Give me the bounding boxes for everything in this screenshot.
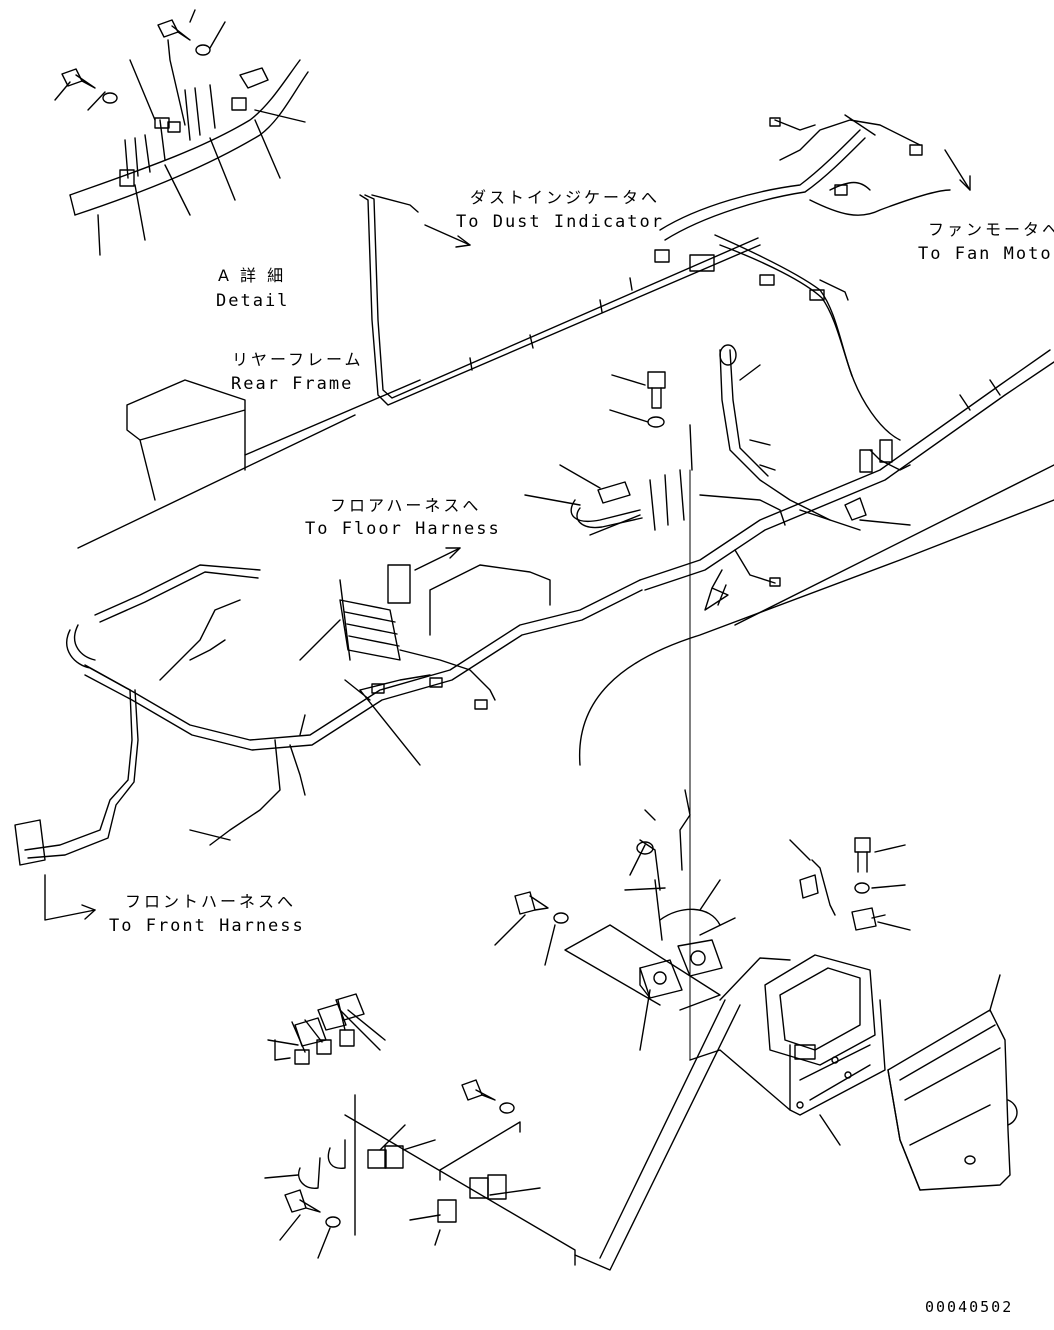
floor-harness-label-en: To Floor Harness — [305, 519, 501, 539]
upper-bolt — [648, 372, 665, 408]
relay-right — [678, 940, 722, 976]
rear-frame-label-jp: リヤーフレーム — [232, 350, 364, 369]
lower-left-parts — [265, 994, 575, 1265]
dust-indicator-label-jp: ダストインジケータへ — [470, 188, 661, 207]
front-harness-label-en: To Front Harness — [109, 916, 305, 936]
lower-left-bolt-1 — [462, 1080, 495, 1100]
detail-bolt-lower — [62, 69, 95, 88]
detail-washer-lower — [103, 93, 117, 103]
main-right-harness — [525, 345, 1054, 610]
dust-indicator-label-en: To Dust Indicator — [456, 212, 664, 232]
upper-harness — [360, 115, 950, 440]
floor-harness-connector-block — [340, 565, 410, 660]
floor-harness-label-jp: フロアハーネスへ — [330, 496, 482, 515]
detail-a-label-en: Detail — [216, 291, 290, 311]
rear-frame-block — [127, 380, 245, 500]
relay-assembly — [495, 790, 735, 1050]
drawing-number: 00040502 — [925, 1298, 1014, 1316]
fan-motor-label-en: To Fan Motor — [918, 244, 1054, 264]
detail-a-label-jp: A 詳 細 — [218, 266, 287, 285]
fan-motor-arrow — [945, 150, 970, 190]
detail-a-view — [55, 10, 308, 255]
dust-indicator-arrow — [425, 225, 470, 245]
upper-washer — [648, 417, 664, 427]
relay-block — [295, 994, 385, 1050]
detail-washer-upper — [196, 45, 210, 55]
direction-arrow — [705, 570, 728, 610]
front-harness-arrow — [45, 875, 95, 920]
lower-washer — [554, 913, 568, 923]
left-harness — [15, 380, 1054, 865]
relay-left — [640, 960, 682, 998]
floor-harness-arrow — [415, 548, 460, 570]
bracket-assembly — [575, 955, 885, 1270]
detail-bolt-upper — [158, 20, 190, 40]
lower-bolt — [515, 892, 548, 914]
cover-plate — [888, 975, 1017, 1190]
label-arrows — [45, 150, 970, 920]
front-harness-label-jp: フロントハーネスへ — [125, 892, 297, 911]
fan-motor-label-jp: ファンモータへ — [928, 220, 1054, 239]
lower-left-bolt-2 — [285, 1190, 320, 1212]
small-bolt-assembly — [790, 838, 910, 930]
rear-frame-label-en: Rear Frame — [231, 374, 354, 394]
